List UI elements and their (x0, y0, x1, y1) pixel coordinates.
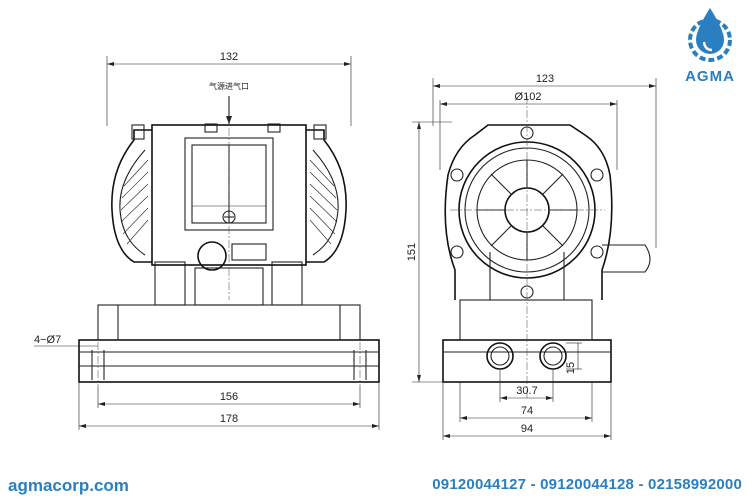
website-link[interactable]: agmacorp.com (8, 476, 129, 495)
dim-94: 94 (521, 423, 533, 435)
air-inlet-note: 气源进气口 (209, 81, 249, 91)
dim-156: 156 (220, 391, 238, 403)
contact-phones: 09120044127 - 09120044128 - 02158992000 (432, 476, 742, 493)
dimension-height: 151 (406, 121, 452, 383)
dimension-port-height: 15 (565, 342, 582, 374)
dim-123: 123 (536, 73, 554, 85)
dimension-mount-width: 74 (459, 382, 593, 422)
hole-spec-callout: 4−Ø7 (34, 334, 98, 347)
dim-30-7: 30.7 (516, 385, 537, 397)
outlet-port-right (539, 342, 567, 370)
dim-hole-spec: 4−Ø7 (34, 334, 61, 346)
water-drop-gear-icon (688, 8, 732, 62)
dimension-base-width: 178 (78, 382, 380, 430)
right-diaphragm-chamber (306, 124, 347, 263)
brand-name: AGMA (685, 68, 735, 85)
base-hole-left (91, 342, 105, 386)
footer: agmacorp.com 09120044127 - 09120044128 -… (0, 462, 752, 501)
agma-logo: AGMA (672, 4, 748, 96)
side-view: 123 Ø102 151 15 (406, 73, 657, 440)
dim-102: Ø102 (515, 91, 542, 103)
left-diaphragm-chamber (111, 124, 152, 263)
outlet-port-left (486, 342, 514, 370)
dimension-overall-width: 123 (432, 73, 657, 248)
dimension-housing-diameter: Ø102 (439, 91, 618, 170)
dim-132: 132 (220, 51, 238, 63)
dim-15: 15 (565, 362, 577, 374)
dimension-top-width: 132 (106, 51, 352, 126)
technical-drawing: 气源进气口 132 4−Ø7 156 (34, 51, 657, 440)
base-hole-right (353, 342, 367, 386)
front-view: 气源进气口 132 4−Ø7 156 (34, 51, 380, 430)
dim-178: 178 (220, 413, 238, 425)
dimension-side-base-width: 94 (442, 382, 612, 440)
dimension-hole-pitch: 156 (97, 386, 361, 408)
dim-151: 151 (406, 243, 418, 261)
dim-74: 74 (521, 405, 533, 417)
dimension-port-spacing: 30.7 (499, 370, 554, 402)
